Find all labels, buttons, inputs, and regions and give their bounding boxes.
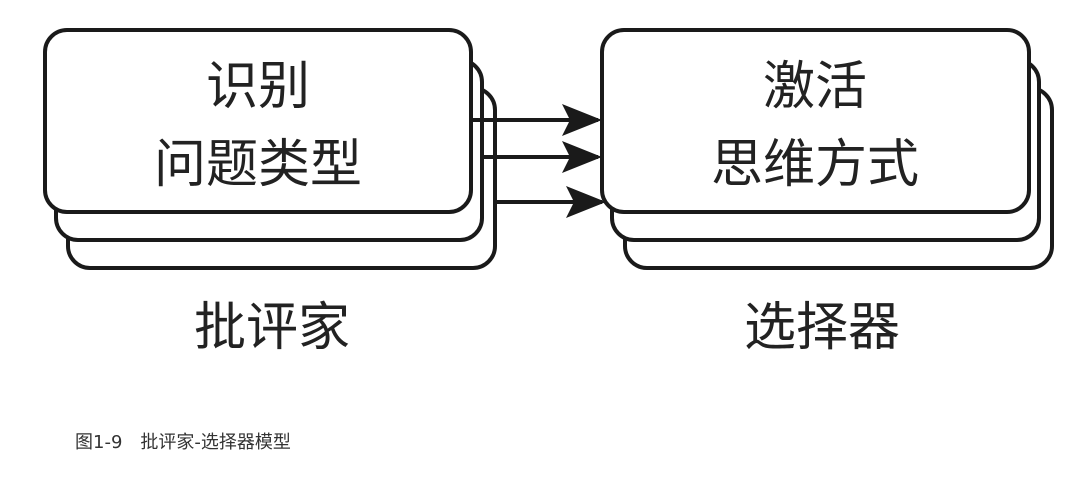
arrows [472,104,606,218]
critic-stack: 识别 问题类型 [43,28,497,270]
selector-label: 选择器 [744,298,900,358]
critic-box-front [43,28,473,214]
critic-line1: 识别 [206,57,310,117]
critic-line2: 问题类型 [154,135,362,195]
selector-line1: 激活 [763,57,867,117]
figure-caption: 图1-9 批评家-选择器模型 [75,432,291,453]
selector-box-front [600,28,1031,214]
selector-stack: 激活 思维方式 [600,28,1054,270]
selector-line2: 思维方式 [711,135,919,195]
critic-label: 批评家 [194,298,350,358]
